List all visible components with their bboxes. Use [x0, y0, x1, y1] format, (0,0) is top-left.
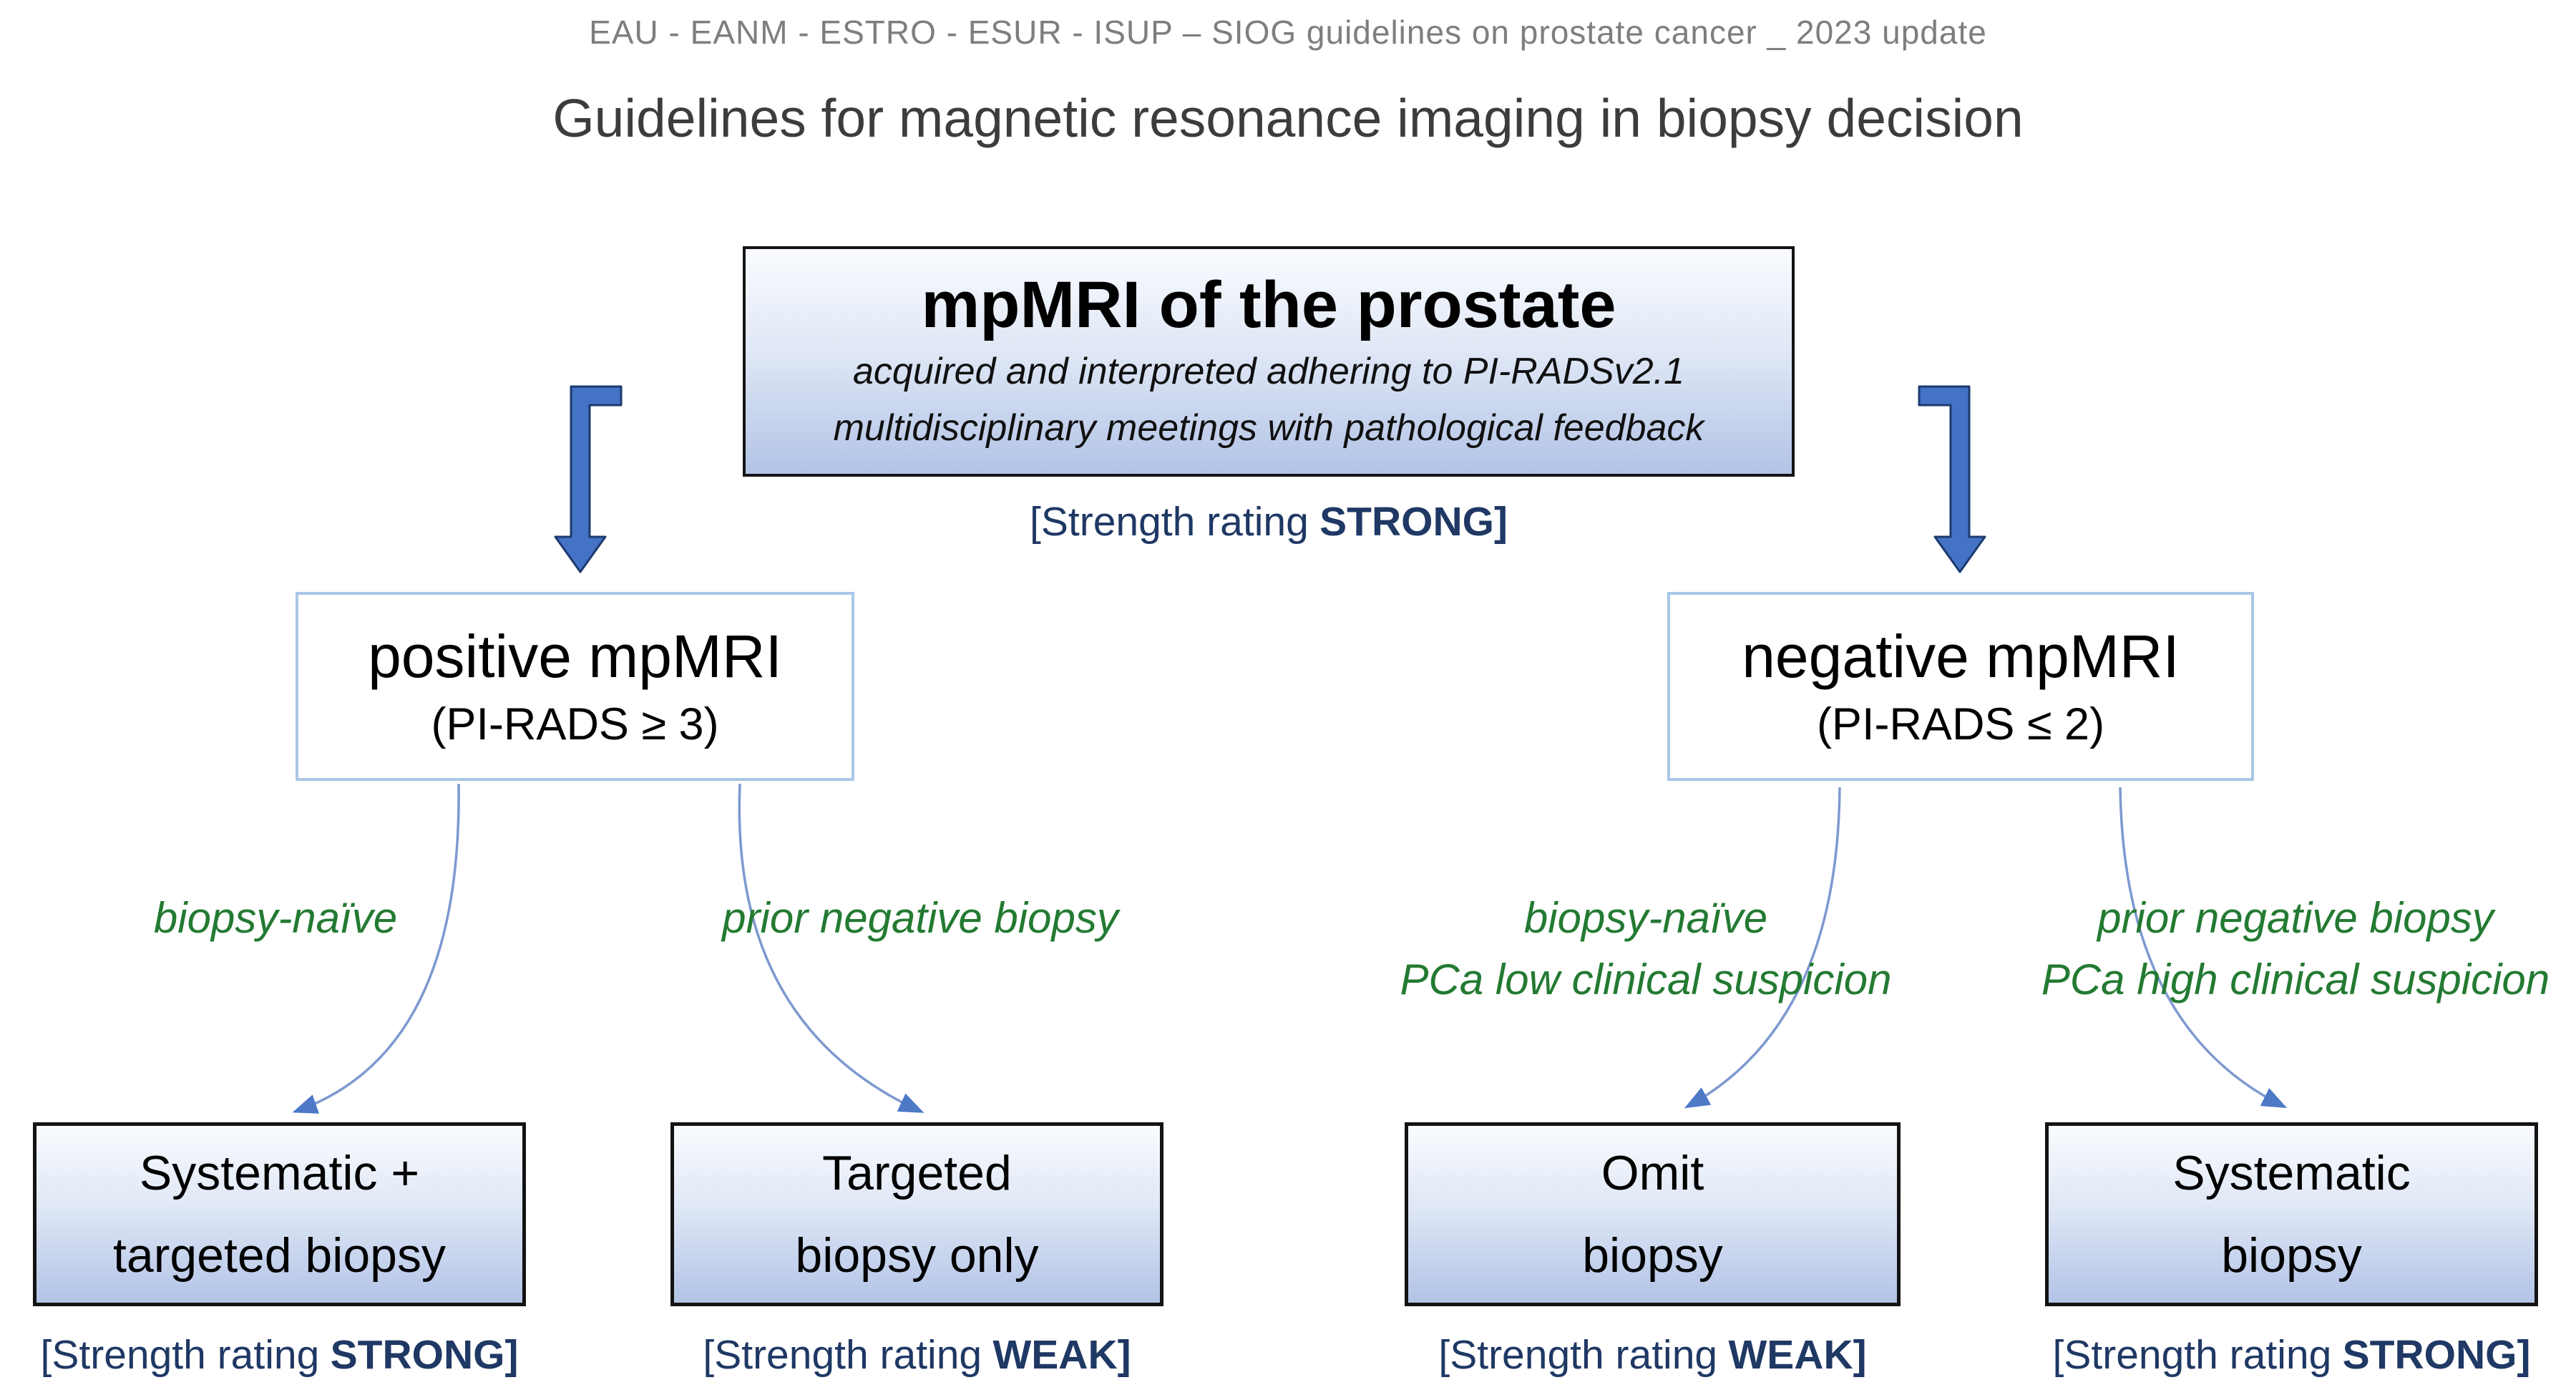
strength-prefix: [Strength rating	[40, 1332, 320, 1378]
negative-to-omit-curve-arrow	[1684, 787, 1841, 1109]
condition-line: PCa low clinical suspicion	[1400, 955, 1892, 1003]
root-node-subtitle-line1: acquired and interpreted adhering to PI-…	[852, 351, 1685, 393]
strength-prefix: [Strength rating	[2052, 1332, 2332, 1378]
strength-value: STRONG	[330, 1332, 505, 1378]
strength-value: WEAK	[1728, 1332, 1853, 1378]
strength-bracket: ]	[1853, 1332, 1867, 1378]
strength-bracket: ]	[504, 1332, 519, 1378]
strength-value: WEAK	[992, 1332, 1118, 1378]
branch-subtitle: (PI-RADS ≤ 2)	[1816, 699, 2105, 749]
branch-node-negative-mpmri: negative mpMRI (PI-RADS ≤ 2)	[1667, 592, 2254, 781]
branch-title: positive mpMRI	[368, 623, 782, 691]
strength-prefix: [Strength rating	[1030, 499, 1309, 545]
outcome-node-omit-biopsy: Omit biopsy	[1405, 1122, 1901, 1306]
attribution-line: EAU - EANM - ESTRO - ESUR - ISUP – SIOG …	[589, 14, 1987, 51]
condition-label-prior-negative-biopsy: prior negative biopsy	[691, 888, 1149, 949]
condition-label-prior-negative-high-suspicion: prior negative biopsy PCa high clinical …	[2009, 888, 2576, 1011]
branch-subtitle: (PI-RADS ≥ 3)	[431, 699, 719, 749]
strength-bracket: ]	[2517, 1332, 2531, 1378]
root-node-mpmri: mpMRI of the prostate acquired and inter…	[743, 246, 1795, 477]
condition-label-biopsy-naive: biopsy-naïve	[61, 888, 490, 949]
branch-title: negative mpMRI	[1742, 623, 2180, 691]
outcome-line: biopsy only	[795, 1228, 1039, 1283]
condition-line: prior negative biopsy	[722, 894, 1118, 942]
strength-prefix: [Strength rating	[1438, 1332, 1718, 1378]
condition-line: prior negative biopsy	[2097, 894, 2494, 942]
outcome-line: biopsy	[1582, 1228, 1723, 1283]
strength-bracket: ]	[1117, 1332, 1131, 1378]
outcome-line: biopsy	[2221, 1228, 2362, 1283]
condition-line: biopsy-naïve	[1523, 894, 1768, 942]
outcome-node-systematic-targeted-biopsy: Systematic + targeted biopsy	[33, 1122, 526, 1306]
strength-bracket: ]	[1493, 499, 1508, 545]
negative-to-systematic-curve-arrow	[2119, 787, 2288, 1109]
strength-value: STRONG	[2342, 1332, 2517, 1378]
positive-to-targeted-only-curve-arrow	[738, 783, 924, 1113]
root-node-title: mpMRI of the prostate	[921, 268, 1616, 342]
strength-prefix: [Strength rating	[703, 1332, 982, 1378]
outcome-node-targeted-biopsy-only: Targeted biopsy only	[670, 1122, 1163, 1306]
outcome-line: Omit	[1601, 1145, 1704, 1200]
outcome-line: Targeted	[822, 1145, 1012, 1200]
outcome-line: targeted biopsy	[113, 1228, 446, 1283]
outcome-node-systematic-biopsy: Systematic biopsy	[2045, 1122, 2538, 1306]
outcome-line: Systematic +	[139, 1145, 420, 1200]
outcome-line: Systematic	[2172, 1145, 2411, 1200]
condition-line: PCa high clinical suspicion	[2041, 955, 2550, 1003]
condition-line: biopsy-naïve	[153, 894, 398, 942]
page-title: Guidelines for magnetic resonance imagin…	[552, 88, 2024, 148]
condition-label-naive-low-suspicion: biopsy-naïve PCa low clinical suspicion	[1374, 888, 1918, 1011]
root-to-negative-elbow-arrow	[1918, 385, 1986, 573]
root-node-subtitle-line2: multidisciplinary meetings with patholog…	[833, 407, 1704, 449]
strength-value: STRONG	[1319, 499, 1494, 545]
root-to-positive-elbow-arrow	[554, 385, 623, 573]
positive-to-systematic-targeted-curve-arrow	[292, 783, 460, 1114]
branch-node-positive-mpmri: positive mpMRI (PI-RADS ≥ 3)	[296, 592, 854, 781]
